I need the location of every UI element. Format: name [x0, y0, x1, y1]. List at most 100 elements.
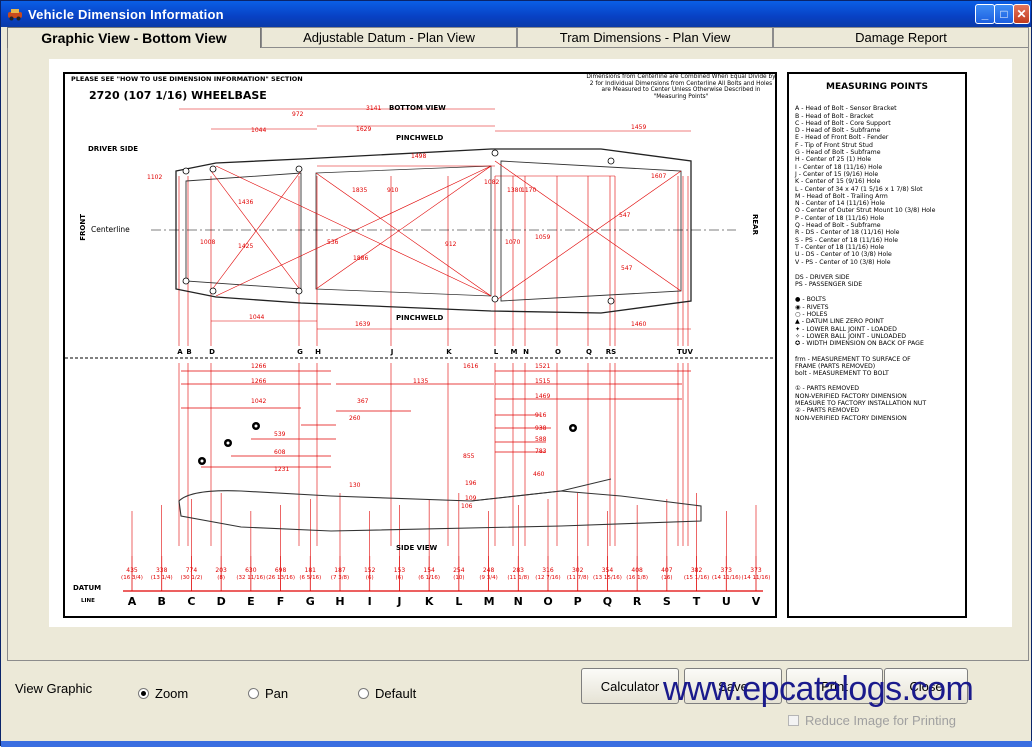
datum-fraction: (6) [365, 575, 374, 581]
tram-diagonal-line [494, 160, 682, 292]
print-button[interactable]: Print [786, 668, 883, 704]
datum-value: 187 [334, 567, 346, 574]
save-button[interactable]: Save [684, 668, 782, 704]
plan-dimension-label: 1886 [353, 255, 369, 262]
side-dimension-label: 1231 [274, 466, 290, 473]
tab-label: Adjustable Datum - Plan View [303, 30, 475, 45]
wheelbase-label: 2720 (107 1/16) WHEELBASE [89, 89, 267, 102]
legend-point-item: S - PS - Center of 18 (11/16) Hole [795, 236, 899, 244]
maximize-button[interactable]: □ [994, 4, 1014, 24]
tab-graphic-view[interactable]: Graphic View - Bottom View [7, 27, 261, 48]
datum-letter: H [335, 595, 345, 608]
bottom-view-label: BOTTOM VIEW [389, 104, 446, 112]
hole-marker [491, 149, 499, 157]
side-view-label: SIDE VIEW [396, 544, 438, 552]
datum-value: 435 [126, 567, 138, 574]
datum-value: 354 [601, 567, 614, 574]
legend-point-item: E - Head of Front Bolt - Fender [795, 134, 889, 142]
tab-strip: Graphic View - Bottom View Adjustable Da… [7, 27, 1029, 48]
radio-zoom[interactable]: Zoom [138, 686, 188, 701]
radio-default-dot[interactable] [358, 688, 369, 699]
datum-fraction: (7 3/8) [330, 575, 350, 581]
legend-point-item: H - Center of 25 (1) Hole [795, 156, 872, 164]
legend-note-item: NON-VERIFIED FACTORY DIMENSION [795, 392, 907, 400]
tram-diagonal-line [315, 172, 492, 297]
datum-value: 373 [720, 567, 732, 574]
note-how-to-use: PLEASE SEE "HOW TO USE DIMENSION INFORMA… [71, 75, 303, 83]
datum-fraction: (13 1/4) [150, 575, 173, 581]
reduce-image-checkbox[interactable]: Reduce Image for Printing [788, 713, 956, 728]
hole-marker [182, 277, 190, 285]
side-dimension-label: 1521 [535, 363, 551, 370]
legend-point-item: G - Head of Bolt - Subframe [795, 149, 881, 157]
radio-default[interactable]: Default [358, 686, 416, 701]
side-dimension-label: 588 [535, 436, 547, 443]
plan-dimension-label: 3141 [366, 105, 382, 112]
datum-letter: Q [602, 595, 613, 608]
datum-value: 407 [661, 567, 673, 574]
side-dimension-label: 460 [533, 471, 545, 478]
datum-letter: E [247, 595, 255, 608]
datum-letter: L [455, 595, 463, 608]
legend-measure-item: frm - MEASUREMENT TO SURFACE OF [795, 355, 911, 363]
legend-symbol-item: ✧ - LOWER BALL JOINT - UNLOADED [795, 332, 906, 340]
datum-letter: U [721, 595, 731, 608]
measuring-points-legend: MEASURING POINTS A - Head of Bolt - Sens… [787, 72, 967, 618]
plan-dimension-label: 1008 [200, 239, 216, 246]
side-dimension-label: 367 [357, 398, 369, 405]
legend-symbol-item: ✪ - WIDTH DIMENSION ON BACK OF PAGE [795, 340, 924, 348]
datum-letter: M [483, 595, 495, 608]
rear-subframe [500, 160, 682, 302]
plan-dimension-label: 912 [445, 241, 457, 248]
radio-zoom-dot[interactable] [138, 688, 149, 699]
datum-fraction: (12 7/16) [535, 575, 561, 581]
calculator-button[interactable]: Calculator [581, 668, 679, 704]
legend-point-item: F - Tip of Front Strut Stud [795, 141, 873, 149]
vehicle-plan-outline [175, 148, 692, 314]
legend-point-item: N - Center of 14 (11/16) Hole [795, 200, 885, 208]
radio-pan[interactable]: Pan [248, 686, 288, 701]
top-datum-letter: J [390, 348, 394, 356]
legend-symbol-item: ○ - HOLES [795, 311, 828, 319]
bolt-marker-center [254, 424, 258, 428]
plan-dimension-label: 1498 [411, 153, 427, 160]
legend-measure-item: bolt - MEASUREMENT TO BOLT [795, 370, 889, 378]
watermark-text: www.epcatalogs.com [663, 670, 974, 708]
legend-symbol-item: ▲ - DATUM LINE ZERO POINT [795, 318, 884, 326]
title-bar[interactable]: Vehicle Dimension Information _ □ ✕ [1, 1, 1031, 27]
tab-damage-report[interactable]: Damage Report [773, 27, 1029, 47]
datum-value: 774 [185, 567, 198, 574]
plan-dimension-label: 1170 [521, 187, 537, 194]
window-title: Vehicle Dimension Information [28, 6, 224, 22]
radio-default-label: Default [375, 686, 417, 701]
plan-dimension-label: 1059 [535, 234, 551, 241]
tab-tram-dimensions[interactable]: Tram Dimensions - Plan View [517, 27, 773, 47]
reduce-image-box[interactable] [788, 715, 799, 726]
datum-letter: F [276, 595, 285, 608]
legend-side-item: DS - DRIVER SIDE [795, 273, 850, 281]
vehicle-side-outline [178, 490, 702, 532]
legend-point-item: P - Center of 18 (11/16) Hole [795, 214, 885, 222]
close-window-button[interactable]: ✕ [1013, 4, 1030, 24]
datum-fraction: (6 5/16) [299, 575, 322, 581]
tab-label: Tram Dimensions - Plan View [559, 30, 731, 45]
datum-fraction: (16 3/4) [121, 575, 143, 581]
minimize-button[interactable]: _ [975, 4, 995, 24]
driver-side-label: DRIVER SIDE [88, 145, 139, 153]
tab-adjustable-datum[interactable]: Adjustable Datum - Plan View [261, 27, 517, 47]
close-button[interactable]: Close [884, 668, 968, 704]
datum-fraction: (13 15/16) [592, 575, 622, 581]
side-dimension-label: 608 [274, 449, 286, 456]
datum-value: 630 [245, 567, 257, 574]
datum-value: 283 [512, 567, 524, 574]
datum-letter: I [367, 595, 372, 608]
radio-pan-dot[interactable] [248, 688, 259, 699]
app-icon [8, 9, 22, 21]
datum-value: 154 [423, 567, 435, 574]
hole-marker [182, 167, 190, 175]
top-datum-letter: G [297, 348, 303, 356]
datum-fraction: (16 1/8) [626, 575, 649, 581]
dimension-drawing[interactable] [63, 72, 777, 618]
datum-value: 382 [690, 567, 703, 574]
datum-letter: V [751, 595, 761, 608]
